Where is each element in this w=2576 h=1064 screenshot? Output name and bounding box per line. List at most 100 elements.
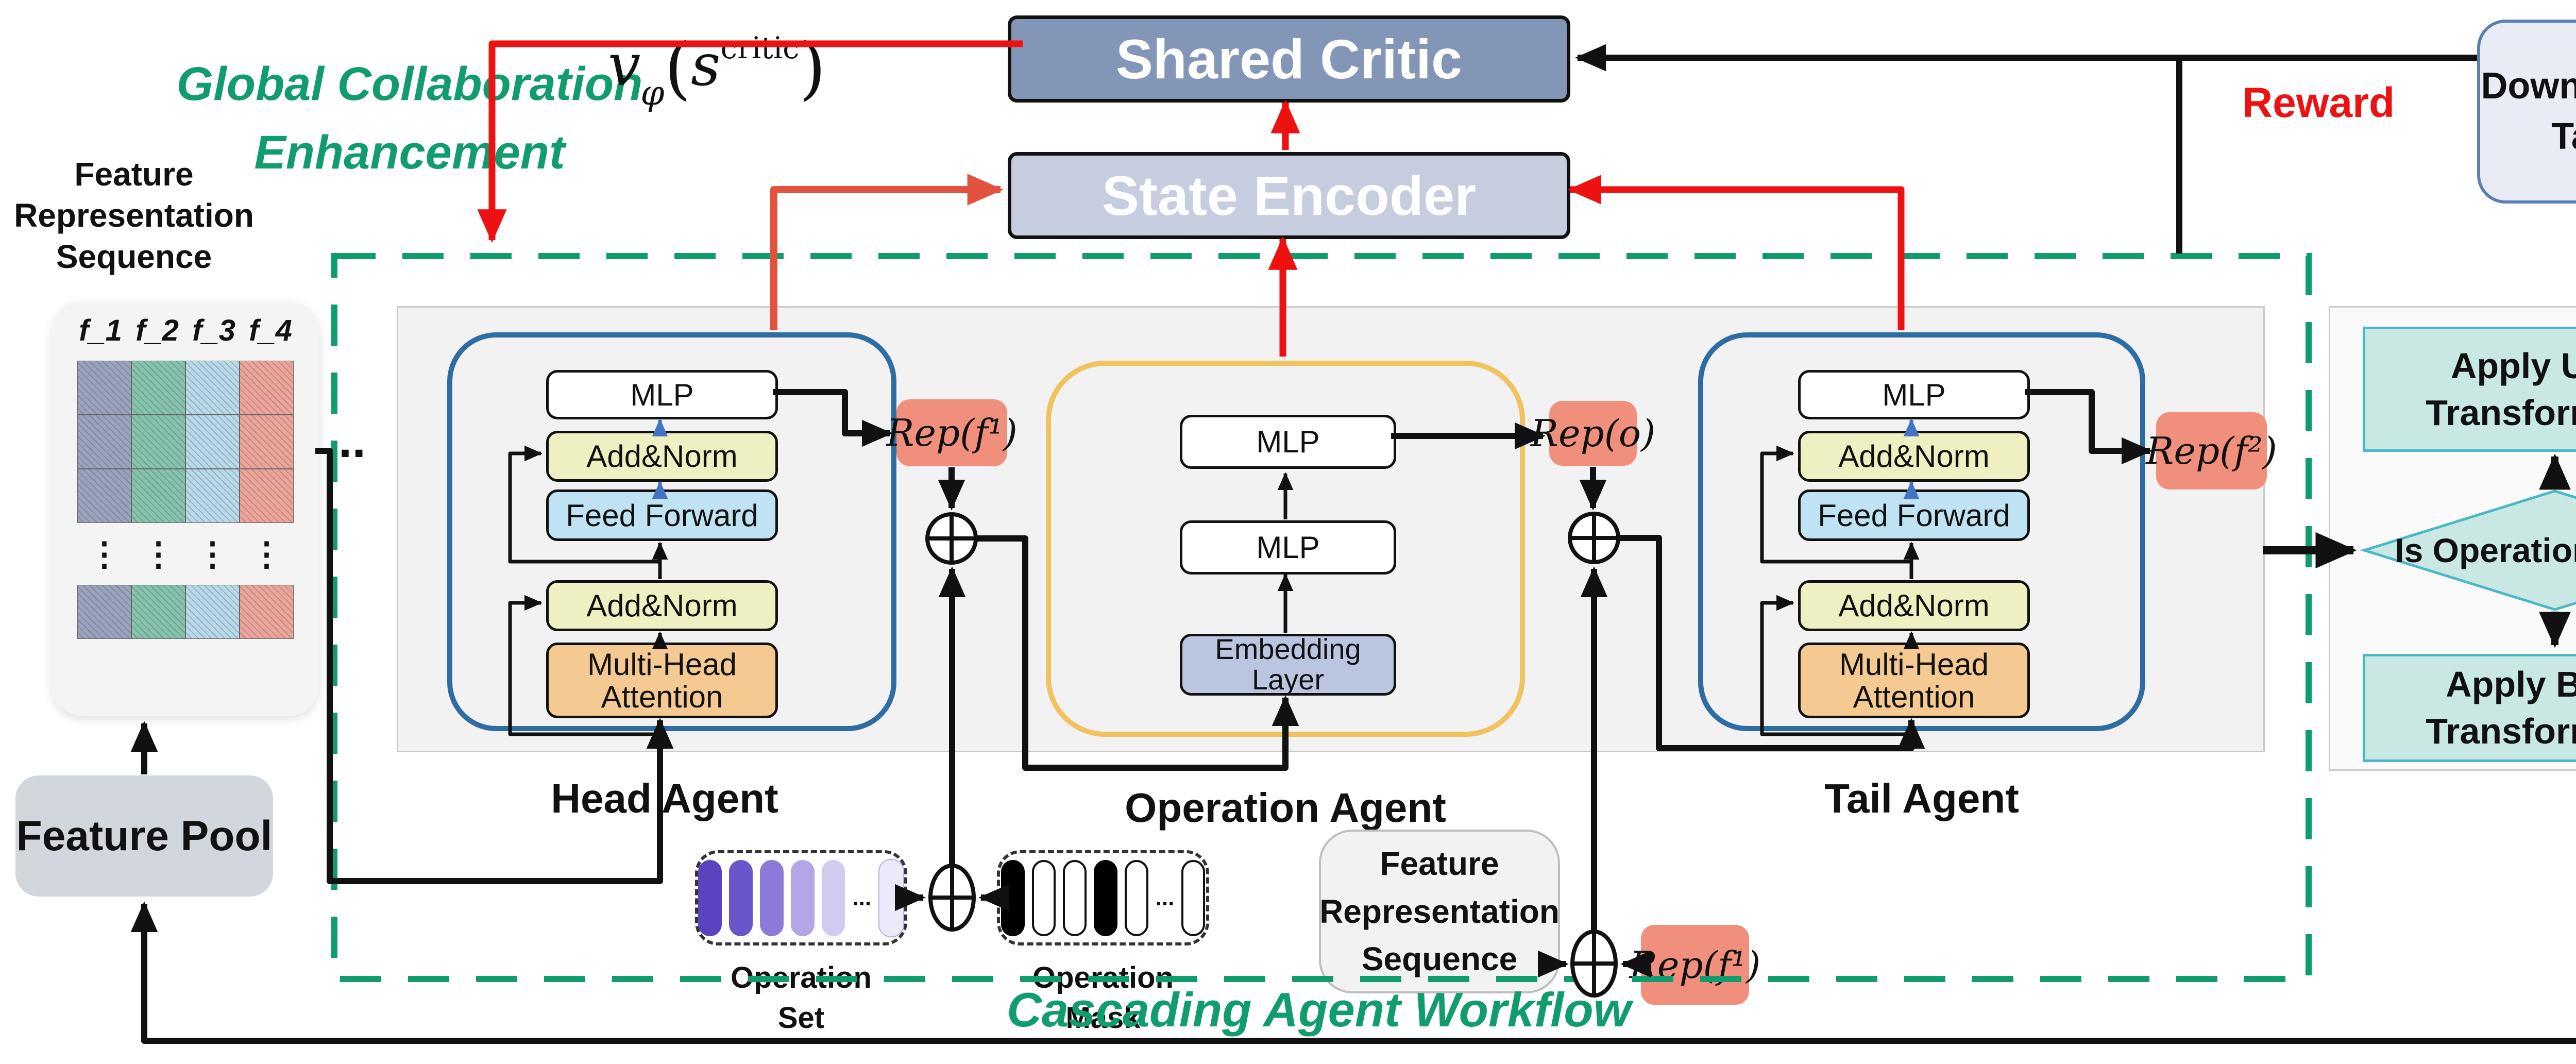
tail-mha-line1: Multi-Head [1839,647,1989,682]
vphi-open-paren: ( [664,28,691,108]
rep-f1-box: Rep(f¹) [886,399,1018,466]
apply-binary-box: Apply Binary Transformation [2363,654,2576,762]
matrix-vdots: ⋮ [250,535,283,572]
mask-pill-off [1181,859,1206,936]
mask-pill-off [1031,859,1056,936]
feature-representation-sequence-title: Feature Representation Sequence [10,152,258,278]
head-addnorm1-label: Add&Norm [586,439,738,474]
head-mlp: MLP [546,370,778,419]
head-feed-forward: Feed Forward [546,489,778,541]
shared-critic-box: Shared Critic [1008,15,1570,103]
rep-f1-bottom-label: Rep(f¹) [1629,943,1761,987]
matrix-cell [185,585,240,639]
reward-label: Reward [2205,77,2432,129]
op-set-line2: Set [777,1001,825,1035]
tail-mlp: MLP [1798,370,2030,419]
frs-title-line2: Representation [14,196,254,234]
feature-matrix-grid: ⋮ ⋮ ⋮ ⋮ [77,361,294,639]
matrix-header-f1: f_1 [79,314,122,347]
op-mask-dots: ... [1155,885,1175,910]
op-mlp1-label: MLP [1256,425,1320,459]
vphi-critic-sup: critic [720,30,800,65]
head-addnorm-2: Add&Norm [546,580,778,631]
operation-pill [698,859,722,936]
downstream-task-box: Downstream Task [2477,20,2576,204]
feature-pool-box: Feature Pool [15,775,273,897]
operation-agent-text: Operation Agent [1125,784,1446,831]
rep-f2-label: Rep(f²) [2146,429,2277,472]
mask-pill-on [1001,859,1025,936]
matrix-cell [185,415,240,469]
operation-pill [790,859,815,936]
operation-set-label: Operation Set [695,954,907,1042]
matrix-header-f3: f_3 [192,314,235,347]
mask-pill-off [1062,859,1087,936]
tail-agent-text: Tail Agent [1824,775,2019,821]
tail-mha: Multi-Head Attention [1798,643,2030,718]
frs-bottom-line2: Representation [1319,892,1560,930]
operation-pill [878,858,905,937]
oplus-c [928,864,976,932]
frs-bottom-line3: Sequence [1361,940,1518,978]
mask-pill-on [1093,859,1117,936]
matrix-header-f2: f_2 [135,314,179,347]
matrix-cell [131,361,185,415]
downstream-line1: Downstream [2481,65,2576,107]
matrix-vdots: ⋮ [196,535,229,572]
global-collab-line1: Global Collaboration [176,57,643,110]
matrix-cell [77,469,131,523]
decision-diamond-label: Is Operation unary? [2370,525,2576,576]
head-agent-text: Head Agent [551,775,778,821]
matrix-cell [185,361,240,415]
matrix-cell [77,585,131,639]
op-embedding-label: Embedding Layer [1215,633,1361,696]
head-addnorm-1: Add&Norm [546,431,778,482]
head-mha-line2: Attention [601,679,723,714]
matrix-cell [240,415,294,469]
head-addnorm2-label: Add&Norm [586,588,738,623]
matrix-cell [131,585,185,639]
matrix-cell [77,415,131,469]
matrix-cell [240,585,294,639]
matrix-header-f4: f_4 [249,314,292,347]
head-mha-line1: Multi-Head [587,647,737,682]
vphi-phi: φ [640,73,665,113]
matrix-cell [240,469,294,523]
matrix-vdots: ⋮ [88,535,121,572]
apply-binary-line1: Apply Binary [2446,664,2576,704]
apply-unary-line2: Transformation [2426,392,2576,433]
op-mlp-2: MLP [1180,520,1396,575]
vphi-s: s [691,32,721,99]
head-mlp-label: MLP [630,377,694,412]
op-embedding-layer: Embedding Layer [1180,634,1396,696]
cascading-workflow-label: Cascading Agent Workflow [933,982,1705,1038]
tail-ff-label: Feed Forward [1818,498,2010,533]
frs-bottom-line1: Feature [1380,845,1499,882]
rep-f1-label: Rep(f¹) [886,411,1018,454]
vphi-v: v [608,32,641,99]
operation-pill [821,859,845,936]
matrix-ellipsis-row: ⋮ ⋮ ⋮ ⋮ [77,523,294,585]
op-mlp-1: MLP [1180,415,1396,469]
matrix-cell [131,415,185,469]
rep-f2-box: Rep(f²) [2146,412,2277,489]
frs-bottom-box: Feature Representation Sequence [1319,830,1560,993]
downstream-line2: Task [2551,115,2576,157]
head-ff-label: Feed Forward [566,498,758,533]
matrix-row [77,469,294,523]
matrix-vdots: ⋮ [142,535,175,572]
global-collab-line2: Enhancement [254,126,565,179]
matrix-row [77,415,294,469]
matrix-hdots: ... [325,412,366,469]
matrix-hdots-text: ... [325,413,366,468]
tail-addnorm-1: Add&Norm [1798,431,2030,482]
tail-addnorm1-label: Add&Norm [1838,439,1990,474]
op-set-line1: Operation [731,960,872,994]
apply-unary-line1: Apply Unary [2450,345,2576,386]
head-agent-label: Head Agent [510,773,819,824]
op-set-dots: ... [852,885,872,910]
shared-critic-label: Shared Critic [1115,28,1463,90]
rep-o-label: Rep(o) [1530,412,1656,455]
tail-mha-line2: Attention [1853,679,1975,714]
